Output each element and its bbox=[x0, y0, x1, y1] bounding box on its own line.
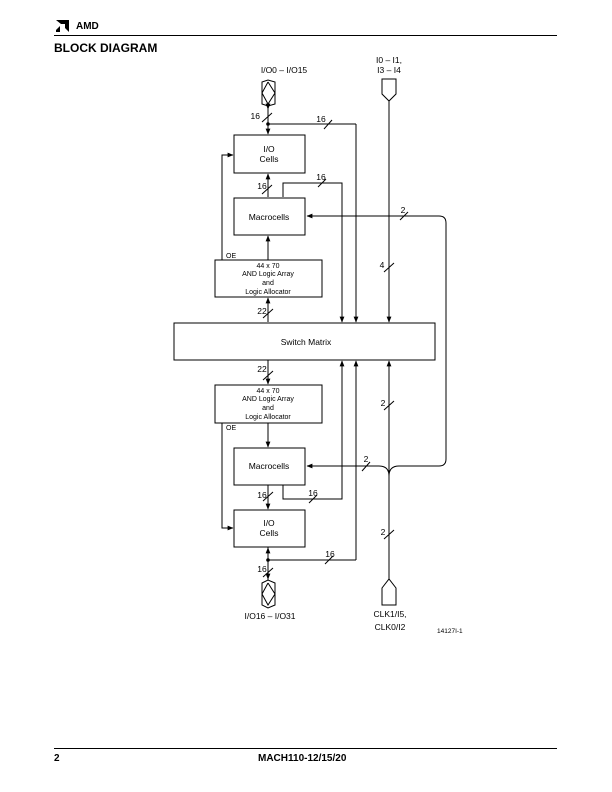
io-cells-bottom-line2: Cells bbox=[260, 528, 279, 538]
bus-label-clk-mc-bottom: 2 bbox=[364, 454, 369, 464]
io-cells-bottom-line1: I/O bbox=[263, 518, 275, 528]
and-top-line2: AND Logic Array bbox=[242, 271, 294, 278]
io-top-label: I/O0 – I/O15 bbox=[261, 65, 308, 75]
bus-label-sm-to-and-top: 22 bbox=[257, 306, 267, 316]
macrocells-top-label: Macrocells bbox=[249, 212, 290, 222]
header-rule bbox=[54, 35, 557, 36]
bus-label-bottom-feedback: 16 bbox=[325, 549, 335, 559]
header-brand: AMD bbox=[76, 21, 99, 32]
bus-label-top-feedback: 16 bbox=[316, 114, 326, 124]
and-bottom-line1: 44 x 70 bbox=[257, 388, 280, 395]
clk-label-1: CLK1/I5, bbox=[373, 609, 406, 619]
and-top-line3: and bbox=[262, 280, 274, 287]
io-cells-top-line1: I/O bbox=[263, 144, 275, 154]
clock-pin-icon bbox=[381, 578, 397, 606]
bus-label-mc-to-io-bottom: 16 bbox=[257, 490, 267, 500]
inputs-label-1: I0 – I1, bbox=[376, 55, 402, 65]
io-cells-top bbox=[233, 134, 306, 174]
and-array-top bbox=[214, 259, 323, 298]
bus-label-clk-up: 2 bbox=[381, 398, 386, 408]
and-top-line4: Logic Allocator bbox=[245, 289, 291, 296]
bus-label-top-io: 16 bbox=[251, 111, 261, 121]
footer-doc-title: MACH110-12/15/20 bbox=[258, 753, 347, 764]
oe-label-bottom: OE bbox=[226, 425, 236, 432]
bus-label-inputs: 4 bbox=[380, 260, 385, 270]
io-top-pad-icon bbox=[261, 79, 276, 107]
bus-label-bottom-io: 16 bbox=[257, 564, 267, 574]
clk-label-2: CLK0/I2 bbox=[375, 622, 406, 632]
input-pin-icon bbox=[381, 78, 397, 102]
bus-label-mc-to-io-top: 16 bbox=[257, 181, 267, 191]
macrocells-bottom bbox=[233, 447, 306, 486]
figure-id: 14127I-1 bbox=[437, 628, 463, 635]
page-number: 2 bbox=[54, 753, 60, 764]
oe-label-top: OE bbox=[226, 253, 236, 260]
macrocells-top bbox=[233, 197, 306, 236]
macrocells-bottom-label: Macrocells bbox=[249, 461, 290, 471]
and-bottom-line2: AND Logic Array bbox=[242, 396, 294, 403]
switch-matrix bbox=[173, 322, 436, 361]
bus-label-sm-to-and-bottom: 22 bbox=[257, 364, 267, 374]
and-array-bottom bbox=[214, 384, 323, 424]
and-top-line1: 44 x 70 bbox=[257, 263, 280, 270]
io-bottom-label: I/O16 – I/O31 bbox=[244, 611, 295, 621]
and-bottom-line4: Logic Allocator bbox=[245, 414, 291, 421]
footer-rule bbox=[54, 748, 557, 749]
page-title: BLOCK DIAGRAM bbox=[54, 41, 158, 55]
io-cells-top-line2: Cells bbox=[260, 154, 279, 164]
bus-label-clk-mc-top: 2 bbox=[401, 205, 406, 215]
bus-label-clk-main: 2 bbox=[381, 527, 386, 537]
inputs-label-2: I3 – I4 bbox=[377, 65, 401, 75]
io-cells-bottom bbox=[233, 509, 306, 548]
switch-matrix-label: Switch Matrix bbox=[281, 337, 332, 347]
amd-logo-icon bbox=[56, 20, 69, 32]
bus-label-mc-feedback-bottom: 16 bbox=[308, 488, 318, 498]
bus-label-mc-feedback-top: 16 bbox=[316, 172, 326, 182]
and-bottom-line3: and bbox=[262, 405, 274, 412]
